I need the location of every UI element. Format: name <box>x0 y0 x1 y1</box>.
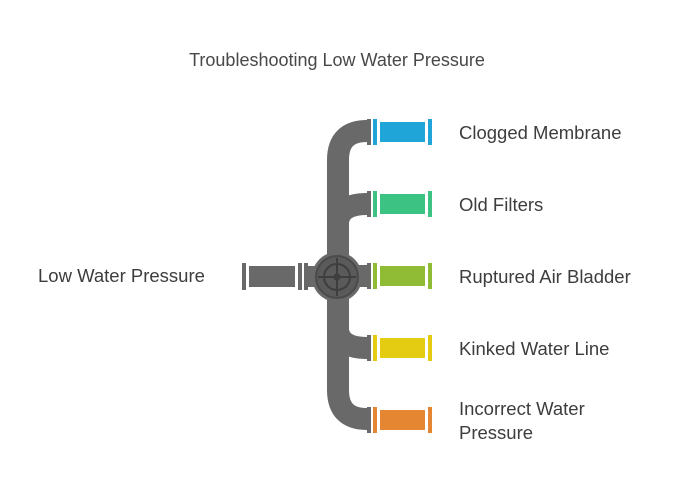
branch-gray-flange-ruptured-air-bladder <box>367 263 371 289</box>
branch-flange-b-incorrect-water-pressure <box>428 407 432 433</box>
branch-pipe-kinked-water-line <box>380 338 425 358</box>
branch-pipe-old-filters <box>380 194 425 214</box>
branch-pipe-ruptured-air-bladder <box>380 266 425 286</box>
branch-pipe-incorrect-water-pressure <box>380 410 425 430</box>
branch-flange-a-clogged-membrane <box>373 119 377 145</box>
branch-flange-b-kinked-water-line <box>428 335 432 361</box>
branch-flange-b-old-filters <box>428 191 432 217</box>
branch-label-clogged-membrane: Clogged Membrane <box>459 122 622 143</box>
branch-flange-b-clogged-membrane <box>428 119 432 145</box>
branch-gray-flange-kinked-water-line <box>367 335 371 361</box>
diagram-title: Troubleshooting Low Water Pressure <box>189 50 485 70</box>
input-flange-right-b <box>304 263 308 290</box>
branch-label-incorrect-water-pressure: Incorrect Water Pressure <box>459 398 585 443</box>
branch-gray-flange-old-filters <box>367 191 371 217</box>
branch-flange-b-ruptured-air-bladder <box>428 263 432 289</box>
branch-gray-flange-clogged-membrane <box>367 119 371 145</box>
valve-wheel-icon <box>312 252 362 302</box>
branch-gray-flange-incorrect-water-pressure <box>367 407 371 433</box>
branch-flange-a-old-filters <box>373 191 377 217</box>
input-flange-left <box>242 263 246 290</box>
root-label: Low Water Pressure <box>38 265 205 286</box>
branch-pipe-clogged-membrane <box>380 122 425 142</box>
input-pipe <box>249 266 295 287</box>
branch-stub-old-filters <box>327 193 368 225</box>
branch-label-old-filters: Old Filters <box>459 194 544 215</box>
branch-flange-a-ruptured-air-bladder <box>373 263 377 289</box>
branch-pipes <box>367 119 432 433</box>
branch-label-ruptured-air-bladder: Ruptured Air Bladder <box>459 266 631 287</box>
input-flange-right-a <box>298 263 302 290</box>
branch-stub-kinked-line <box>327 327 368 359</box>
branch-flange-a-kinked-water-line <box>373 335 377 361</box>
branch-label-kinked-water-line: Kinked Water Line <box>459 338 610 359</box>
branch-flange-a-incorrect-water-pressure <box>373 407 377 433</box>
